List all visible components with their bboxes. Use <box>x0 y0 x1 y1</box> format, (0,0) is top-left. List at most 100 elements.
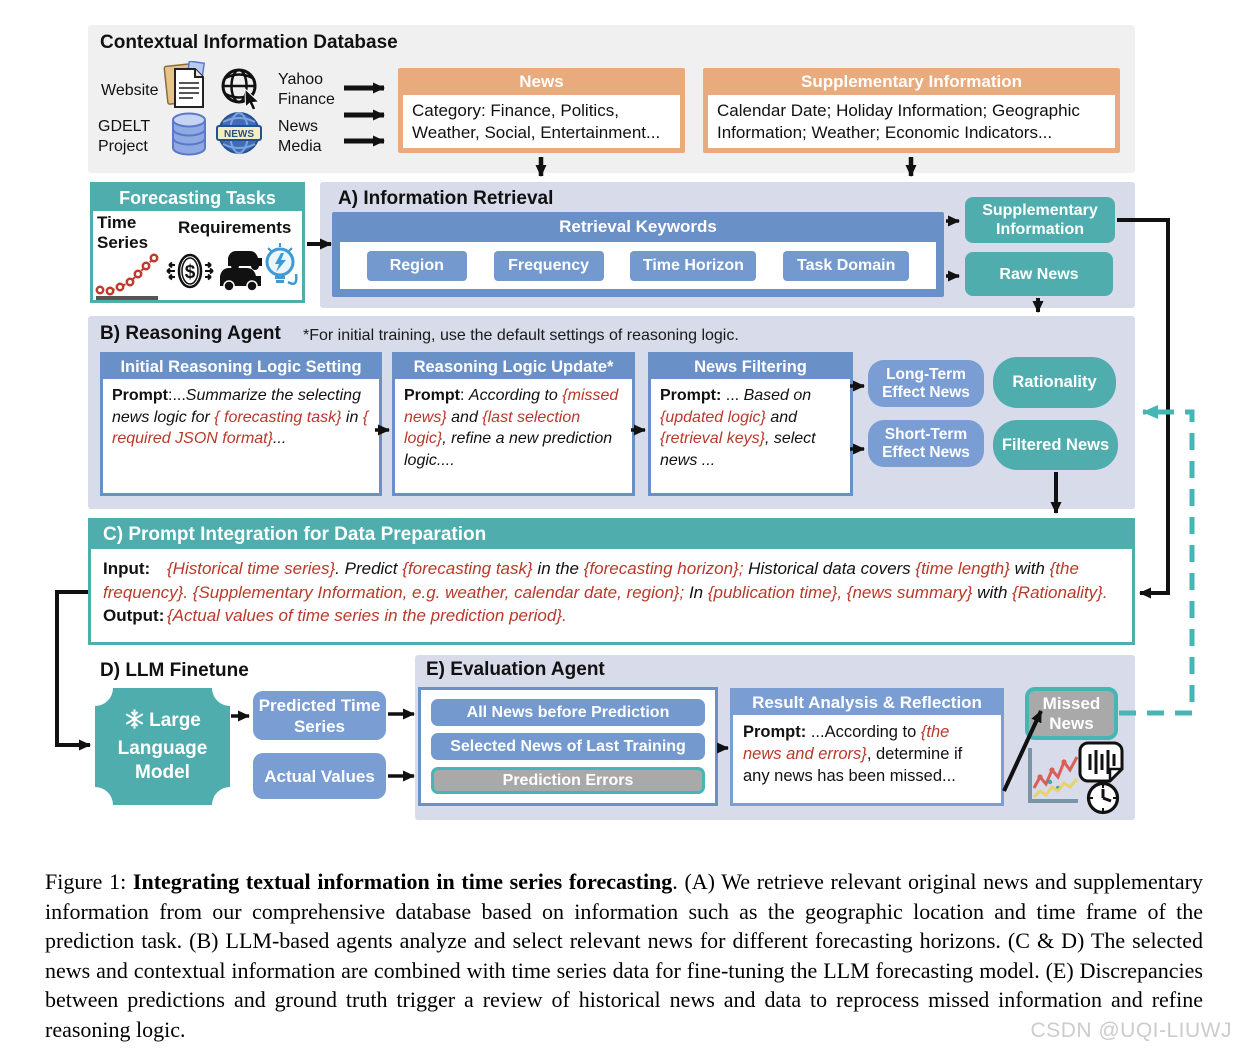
long-term-effect-news-pill: Long-Term Effect News <box>868 360 984 407</box>
source-label-website: Website <box>101 82 159 99</box>
prompt-segment: : <box>460 387 469 404</box>
news-filtering-card: News Filtering Prompt: ... Based on {upd… <box>648 352 853 496</box>
prompt-segment: { required JSON format} <box>112 408 369 448</box>
source-label-yahoo-finance: Yahoo Finance <box>278 71 335 108</box>
news-box-body: Category: Finance, Politics, Weather, So… <box>403 95 680 148</box>
prompt-segment: and <box>451 408 483 426</box>
prompt-segment: with <box>1009 559 1050 578</box>
prompt-segment: {forecasting horizon}; <box>583 559 744 578</box>
database-title: Contextual Information Database <box>100 32 398 53</box>
keyword-task-domain: Task Domain <box>783 250 910 281</box>
llm-line: Large <box>149 710 201 731</box>
zone-d-title: D) LLM Finetune <box>100 660 249 681</box>
clock-icon <box>1085 780 1121 821</box>
keyword-region: Region <box>366 250 467 281</box>
prompt-segment: :... <box>168 387 186 404</box>
time-series-chart-icon <box>94 252 162 307</box>
raw-news-output: Raw News <box>965 252 1113 296</box>
figure-caption: Figure 1: Integrating textual informatio… <box>45 867 1203 1044</box>
rationality-pill: Rationality <box>993 357 1116 408</box>
zone-c-panel: C) Prompt Integration for Data Preparati… <box>88 518 1135 645</box>
card-header: Reasoning Logic Update* <box>395 355 632 379</box>
supplementary-box-header: Supplementary Information <box>800 72 1023 91</box>
supplementary-box-body: Calendar Date; Holiday Information; Geog… <box>708 95 1115 148</box>
input-line: Input:{Historical time series}. Predict … <box>103 557 1118 604</box>
all-news-bar: All News before Prediction <box>431 699 705 726</box>
prompt-segment: {the news and errors} <box>743 723 950 763</box>
prompt-segment: in <box>345 408 363 426</box>
prompt-segment: {Historical time series} <box>167 559 336 578</box>
predicted-time-series-box: Predicted Time Series <box>253 691 386 740</box>
card-body: Prompt: ... Based on {updated logic} and… <box>651 379 850 477</box>
prompt-segment: {Actual values of time series in the pre… <box>167 606 567 625</box>
output-label: Output: <box>103 606 165 625</box>
llm-label: Large Language Model <box>95 688 230 805</box>
zone-a-title: A) Information Retrieval <box>338 188 554 209</box>
large-language-model-block: Large Language Model <box>95 688 230 805</box>
short-term-effect-news-pill: Short-Term Effect News <box>868 420 984 467</box>
prompt-segment: {updated logic} <box>660 408 771 426</box>
prompt-segment: In <box>684 582 708 602</box>
prompt-segment: {publication time}, {news summary} <box>707 582 973 602</box>
prompt-segment: { forecasting task} <box>214 408 346 426</box>
input-label: Input: <box>103 559 151 578</box>
prompt-segment: in the <box>532 559 584 578</box>
prompt-segment: Prompt: <box>743 723 811 741</box>
retrieval-keywords-box: Retrieval Keywords Region Frequency Time… <box>332 212 944 297</box>
source-label-news-media: News Media <box>278 118 322 155</box>
money-exchange-icon: $ <box>166 248 214 299</box>
prompt-segment: {last selection logic} <box>404 408 581 448</box>
card-header: News Filtering <box>651 355 850 379</box>
forecasting-tasks-header: Forecasting Tasks <box>93 185 302 211</box>
news-media-globe-icon: NEWS <box>215 111 263 160</box>
supplementary-info-box: Supplementary Information Calendar Date;… <box>703 68 1120 153</box>
card-body: Prompt: According to {missed news} and {… <box>395 379 632 477</box>
prompt-segment: with <box>972 582 1013 602</box>
card-body: Prompt: ...According to {the news and er… <box>733 715 1001 793</box>
llm-line: Model <box>135 762 190 783</box>
svg-text:NEWS: NEWS <box>224 129 254 140</box>
caption-prefix: Figure 1: <box>45 869 133 894</box>
analysis-chart-icon <box>1020 744 1080 813</box>
prompt-segment: Prompt <box>112 387 168 404</box>
prompt-segment: Prompt: <box>660 387 722 404</box>
prompt-segment: {missed news} <box>404 387 619 426</box>
card-header: Result Analysis & Reflection <box>733 691 1001 715</box>
zone-c-body: Input:{Historical time series}. Predict … <box>91 549 1132 628</box>
keyword-frequency: Frequency <box>493 250 604 281</box>
news-report-icon <box>1077 740 1127 789</box>
prompt-segment: Historical data covers <box>743 559 916 578</box>
prompt-segment: ... <box>721 387 744 404</box>
prompt-segment: . Predict <box>335 559 403 578</box>
card-body: Prompt:...Summarize the selecting news l… <box>103 379 379 456</box>
time-series-label: Time Series <box>97 213 149 252</box>
caption-text: . (A) We retrieve relevant original news… <box>45 869 1203 1042</box>
prompt-segment: {retrieval keys} <box>660 430 765 447</box>
output-line: Output:{Actual values of time series in … <box>103 604 1118 628</box>
actual-values-box: Actual Values <box>253 753 386 799</box>
prompt-segment: {the frequency}. {Supplementary Informat… <box>103 559 1079 602</box>
missed-news-box: Missed News <box>1025 687 1118 740</box>
evaluation-inputs-box: All News before Prediction Selected News… <box>418 687 718 806</box>
prompt-segment: Prompt <box>404 387 460 404</box>
svg-text:$: $ <box>185 262 196 283</box>
filtered-news-pill: Filtered News <box>993 420 1118 470</box>
prompt-segment: ...According to <box>810 723 921 741</box>
prompt-segment: {forecasting task} <box>402 559 533 578</box>
prompt-segment: and <box>770 408 798 426</box>
source-label-gdelt-project: GDELT Project <box>98 118 150 155</box>
news-box-header: News <box>519 72 564 91</box>
news-category-box: News Category: Finance, Politics, Weathe… <box>398 68 685 153</box>
prompt-segment: , select news ... <box>660 430 816 469</box>
prompt-segment: {time length} <box>915 559 1010 578</box>
watermark: CSDN @UQI-LIUWJ <box>1030 1019 1232 1042</box>
prompt-segment: Based on <box>743 387 812 404</box>
caption-bold-title: Integrating textual information in time … <box>132 869 673 894</box>
selected-news-bar: Selected News of Last Training <box>431 733 705 760</box>
prompt-segment: , refine a new prediction logic.... <box>404 430 613 469</box>
requirements-label: Requirements <box>178 218 292 237</box>
result-analysis-card: Result Analysis & Reflection Prompt: ...… <box>730 688 1004 806</box>
zone-b-note: *For initial training, use the default s… <box>303 327 739 344</box>
zone-e-title: E) Evaluation Agent <box>426 659 605 680</box>
